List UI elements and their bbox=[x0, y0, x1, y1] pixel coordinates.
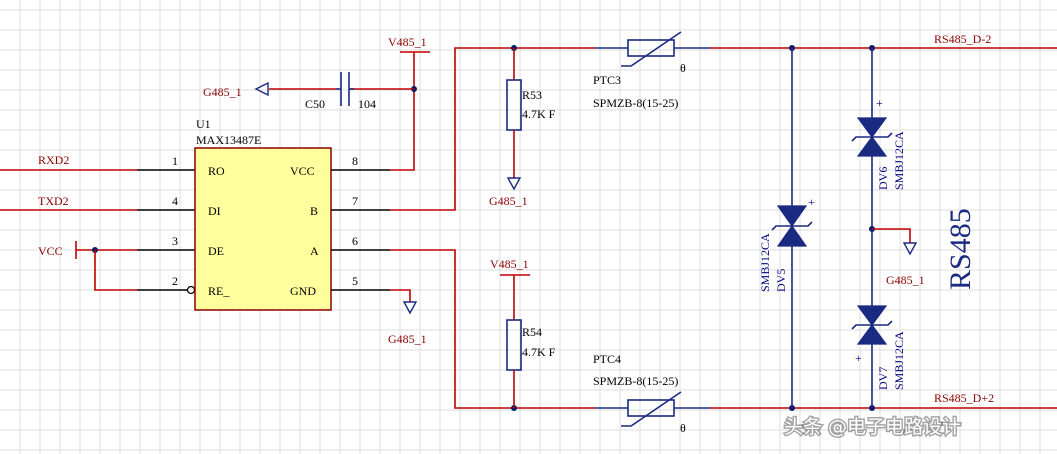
pin-number: 5 bbox=[352, 274, 358, 288]
vcc-label: VCC bbox=[38, 244, 63, 258]
rs485-title: RS485 bbox=[944, 208, 977, 290]
pin-number: 8 bbox=[352, 154, 358, 168]
pin-number: 4 bbox=[172, 194, 178, 208]
ptc4-ref: PTC4 bbox=[593, 352, 621, 366]
dv7-value: SMBJ12CA bbox=[892, 331, 906, 390]
ptc3-ref: PTC3 bbox=[593, 73, 621, 87]
c50-ref: C50 bbox=[305, 97, 325, 111]
gnd-pin-net: G485_1 bbox=[388, 289, 427, 346]
re-inversion-bubble bbox=[186, 285, 196, 295]
dv7-tvs-diode: + DV7 SMBJ12CA bbox=[851, 229, 906, 408]
g485-r53-label: G485_1 bbox=[489, 194, 528, 208]
pin-name: GND bbox=[290, 284, 316, 298]
txd2-label: TXD2 bbox=[38, 194, 69, 208]
pin-name: VCC bbox=[290, 164, 315, 178]
dv5-tvs-diode: + SMBJ12CA DV5 bbox=[758, 48, 815, 408]
dv7-plus: + bbox=[855, 351, 862, 365]
pin-number: 6 bbox=[352, 234, 358, 248]
r54-ref: R54 bbox=[522, 325, 542, 339]
pin-number: 7 bbox=[352, 194, 358, 208]
r54-resistor: V485_1 R54 4.7K F bbox=[490, 257, 556, 408]
ground-arrow-icon bbox=[506, 177, 522, 191]
u1-part: MAX13487E bbox=[196, 133, 261, 147]
b-line-net: RS485_D-2 bbox=[390, 32, 1057, 211]
pin-number: 1 bbox=[172, 154, 178, 168]
g485-cap-ground: G485_1 bbox=[203, 81, 269, 99]
g485-tvs-label: G485_1 bbox=[886, 273, 925, 287]
r54-value: 4.7K F bbox=[522, 345, 556, 359]
pin-name: B bbox=[310, 204, 318, 218]
r53-resistor: R53 4.7K F G485_1 bbox=[489, 48, 556, 208]
dv6-tvs-diode: + DV6 SMBJ12CA bbox=[851, 48, 906, 229]
vcc-net: VCC bbox=[38, 241, 196, 295]
dv7-ref: DV7 bbox=[876, 367, 890, 390]
ground-arrow-icon bbox=[402, 301, 418, 315]
rxd2-label: RXD2 bbox=[38, 153, 69, 167]
ground-arrow-icon bbox=[254, 81, 269, 97]
pin-name: DE bbox=[208, 244, 224, 258]
rs485-d-minus-label: RS485_D-2 bbox=[934, 32, 991, 46]
ptc4-theta-symbol: θ bbox=[680, 421, 686, 435]
u1-body bbox=[194, 147, 332, 311]
dv5-ref: DV5 bbox=[774, 269, 788, 292]
c50-value: 104 bbox=[358, 97, 376, 111]
ptc3-theta-symbol: θ bbox=[680, 61, 686, 75]
a-line-net: RS485_D+2 bbox=[390, 249, 1057, 411]
pin-name: DI bbox=[208, 204, 221, 218]
watermark-text: 头条 @电子电路设计 bbox=[784, 416, 961, 438]
ground-arrow-icon bbox=[902, 242, 918, 256]
ptc3-thermistor: θ PTC3 SPMZB-8(15-25) bbox=[593, 31, 710, 110]
rxd2-net: RXD2 bbox=[0, 153, 195, 171]
pin-number: 2 bbox=[172, 274, 178, 288]
v485-top-label: V485_1 bbox=[388, 35, 427, 49]
u1-right-pins bbox=[331, 169, 390, 291]
u1-chip: U1 MAX13487E 1 RO 4 DI 3 DE 2 RE_ 8 VCC … bbox=[172, 117, 358, 311]
v485-mid-label: V485_1 bbox=[490, 257, 529, 271]
c50-capacitor: C50 104 bbox=[305, 72, 376, 111]
dv6-value: SMBJ12CA bbox=[892, 131, 906, 190]
dv5-plus: + bbox=[808, 195, 815, 209]
dv6-plus: + bbox=[876, 96, 883, 110]
g485-gnd-label: G485_1 bbox=[388, 332, 427, 346]
r53-value: 4.7K F bbox=[522, 107, 556, 121]
r53-ref: R53 bbox=[522, 88, 542, 102]
rs485-d-plus-label: RS485_D+2 bbox=[934, 391, 994, 405]
ptc4-thermistor: θ PTC4 SPMZB-8(15-25) bbox=[593, 352, 710, 435]
v485-supply-net: V485_1 bbox=[269, 35, 430, 171]
pin-number: 3 bbox=[172, 234, 178, 248]
dv6-ref: DV6 bbox=[876, 167, 890, 190]
pin-name: A bbox=[310, 244, 319, 258]
pin-name: RO bbox=[208, 164, 225, 178]
ptc3-value: SPMZB-8(15-25) bbox=[593, 96, 678, 110]
pin-name: RE_ bbox=[208, 284, 230, 298]
g485-cap-label: G485_1 bbox=[203, 85, 242, 99]
txd2-net: TXD2 bbox=[0, 194, 195, 211]
u1-ref: U1 bbox=[196, 117, 211, 131]
tvs-center-ground: G485_1 bbox=[869, 226, 925, 287]
ptc4-value: SPMZB-8(15-25) bbox=[593, 374, 678, 388]
dv5-value: SMBJ12CA bbox=[758, 233, 772, 292]
